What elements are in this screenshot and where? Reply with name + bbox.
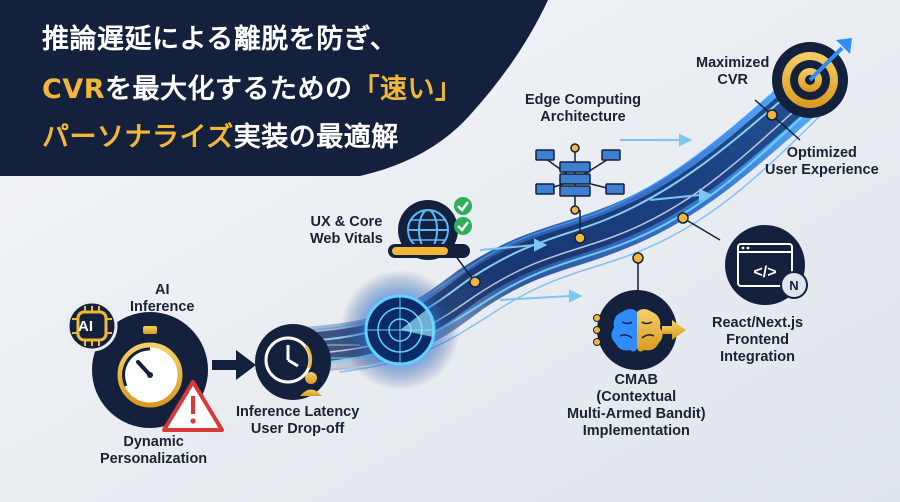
title-highlight-cvr: CVR — [42, 74, 106, 105]
label-cvr-2: CVR — [717, 72, 748, 88]
label-react-3: Integration — [720, 349, 795, 365]
nextjs-badge-letter: N — [789, 278, 798, 293]
ai-chip-text: AI — [78, 318, 93, 335]
title-line-1: 推論遅延による離脱を防ぎ、 — [42, 26, 397, 53]
server-network-icon — [535, 143, 625, 215]
title-block: 推論遅延による離脱を防ぎ、 CVRを最大化するための「速い」 パーソナライズ実装… — [0, 0, 560, 190]
label-cmab-3: Multi-Armed Bandit) — [567, 406, 706, 422]
title-text-2: を最大化するための — [105, 74, 353, 105]
label-react-1: React/Next.js — [712, 315, 804, 331]
arrow-icon — [212, 350, 256, 380]
label-ux-core: UX & Core Web Vitals — [310, 214, 383, 248]
ai-chip-icon — [66, 300, 118, 352]
label-maximized-cvr: Maximized CVR — [696, 55, 769, 89]
label-ai-inference: AI Inference — [130, 282, 194, 316]
connector-dots — [469, 109, 778, 288]
label-ai-inference-1: AI — [154, 282, 170, 298]
helper-arrows — [479, 133, 713, 303]
stopwatch-icon — [117, 326, 183, 408]
title-panel — [0, 0, 548, 176]
warning-icon — [162, 380, 224, 432]
clock-user-icon — [255, 324, 331, 400]
title-text-3: 実装の最適解 — [233, 122, 399, 153]
label-latency-2: User Drop-off — [250, 421, 345, 437]
label-cmab-4: Implementation — [582, 423, 690, 439]
ai-chip-label: AI — [78, 318, 93, 335]
label-dynamic-1: Dynamic — [123, 434, 184, 450]
label-latency-1: Inference Latency — [236, 404, 360, 420]
title-highlight-fast: 「速い」 — [352, 74, 463, 105]
label-edge-1: Edge Computing — [525, 92, 641, 108]
target-icon — [772, 38, 852, 118]
code-glyph: </> — [753, 264, 776, 281]
label-cvr-1: Maximized — [696, 55, 770, 71]
label-dynamic-personalization: Dynamic Personalization — [100, 434, 207, 468]
title-highlight-personalize: パーソナライズ — [42, 122, 234, 153]
title-text-1: 推論遅延による離脱を防ぎ、 — [42, 24, 398, 55]
label-cmab-2: (Contextual — [596, 389, 677, 405]
nextjs-badge-icon: N — [780, 271, 808, 299]
label-edge-2: Architecture — [540, 109, 626, 125]
label-optimized-ux: Optimized User Experience — [765, 145, 879, 179]
stopwatch-node — [92, 312, 208, 428]
label-ai-inference-2: Inference — [130, 299, 195, 315]
label-inference-latency: Inference Latency User Drop-off — [236, 404, 359, 438]
label-edge-computing: Edge Computing Architecture — [525, 92, 641, 126]
progress-bar-icon — [388, 244, 470, 258]
brain-icon — [593, 290, 686, 370]
label-ux-2: Web Vitals — [310, 231, 383, 247]
title-line-2: CVRを最大化するための「速い」 — [42, 76, 463, 103]
label-cmab: CMAB (Contextual Multi-Armed Bandit) Imp… — [567, 372, 706, 440]
label-react-next: React/Next.js Frontend Integration — [712, 315, 803, 366]
label-optimized-2: User Experience — [765, 162, 879, 178]
label-react-2: Frontend — [726, 332, 789, 348]
label-optimized-1: Optimized — [786, 145, 857, 161]
radar-icon — [340, 270, 460, 390]
label-cmab-1: CMAB — [614, 372, 659, 388]
title-line-3: パーソナライズ実装の最適解 — [42, 124, 399, 151]
checkmark-icon — [454, 197, 472, 235]
label-dynamic-2: Personalization — [100, 451, 208, 467]
label-ux-1: UX & Core — [310, 214, 383, 230]
